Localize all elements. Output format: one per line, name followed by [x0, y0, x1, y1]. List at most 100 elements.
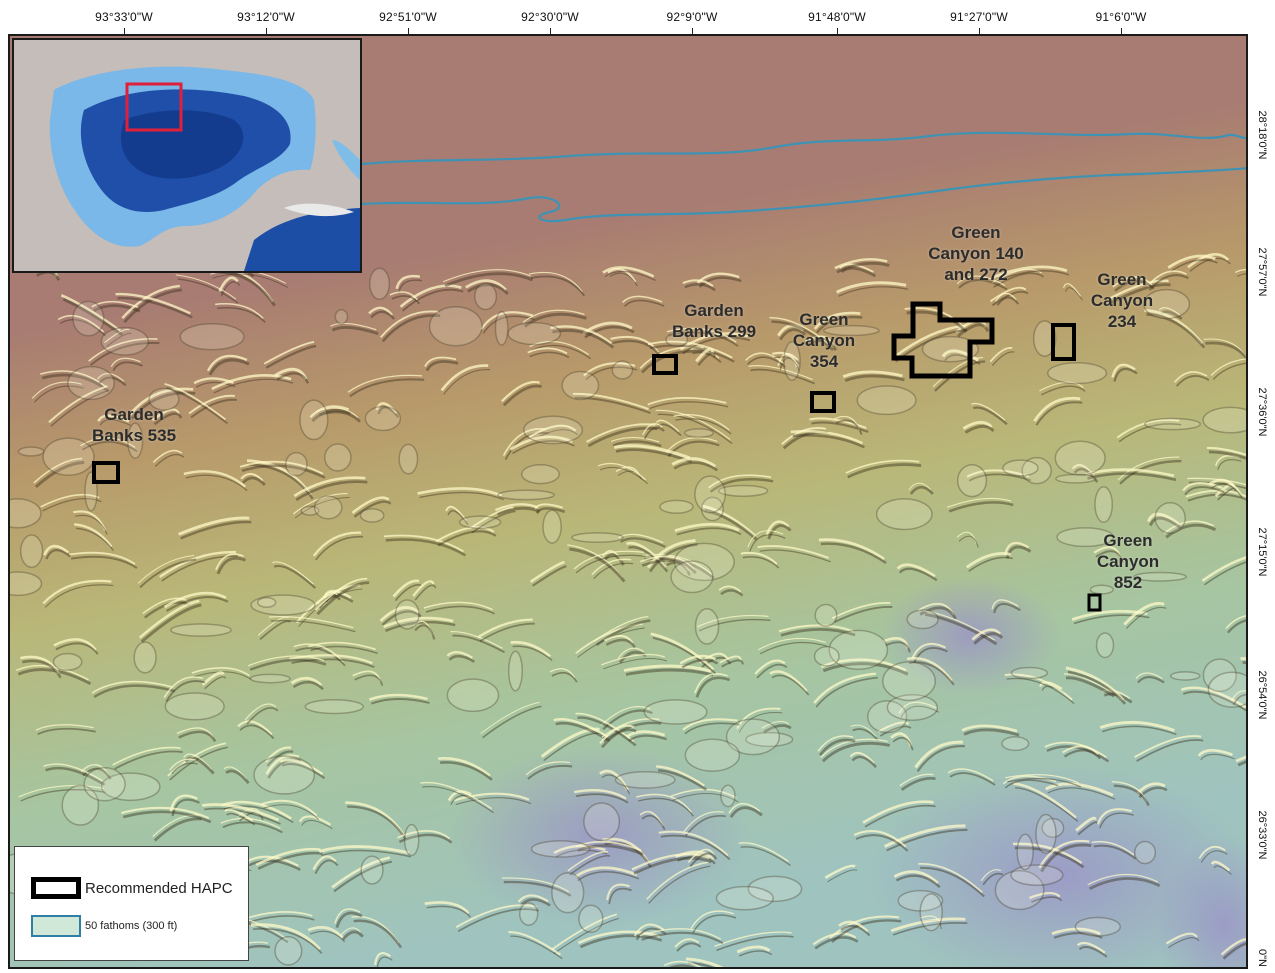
- relief-ridge-shadow: [968, 556, 1013, 572]
- relief-ridge-highlight: [812, 932, 857, 946]
- salt-dome-basin: [334, 308, 349, 325]
- relief-ridge-shadow: [448, 655, 475, 663]
- relief-ridge-shadow: [1004, 779, 1059, 789]
- relief-ridge-shadow: [165, 680, 206, 703]
- relief-ridge-highlight: [1029, 892, 1061, 899]
- relief-ridge-shadow: [1040, 843, 1092, 873]
- relief-ridge-shadow: [1118, 423, 1182, 443]
- relief-ridge-highlight: [420, 781, 493, 810]
- relief-ridge-highlight: [658, 830, 729, 857]
- salt-dome-basin: [659, 499, 694, 514]
- relief-ridge-shadow: [814, 936, 859, 950]
- salt-dome-basin: [700, 496, 724, 522]
- salt-dome-basin: [72, 300, 105, 337]
- relief-ridge-shadow: [763, 724, 792, 734]
- salt-dome-basin: [886, 693, 939, 721]
- relief-ridge-highlight: [167, 742, 226, 777]
- relief-ridge-shadow: [701, 656, 732, 668]
- relief-ridge-highlight: [829, 915, 900, 939]
- salt-dome-basin: [611, 360, 634, 380]
- relief-ridge-shadow: [672, 793, 739, 803]
- salt-dome-basin: [428, 305, 483, 347]
- relief-ridge-shadow: [394, 583, 422, 602]
- relief-ridge-shadow: [963, 728, 1020, 737]
- relief-ridge-shadow: [257, 851, 323, 870]
- relief-ridge-highlight: [257, 616, 289, 636]
- relief-ridge-shadow: [426, 905, 472, 918]
- relief-ridge-shadow: [440, 761, 493, 781]
- relief-ridge-highlight: [747, 530, 784, 548]
- relief-ridge-shadow: [1095, 550, 1124, 564]
- relief-ridge-highlight: [549, 668, 576, 679]
- relief-ridge-highlight: [392, 579, 420, 598]
- relief-ridge-shadow: [612, 440, 662, 448]
- relief-ridge-shadow: [681, 336, 751, 355]
- salt-dome-basin: [725, 718, 781, 756]
- relief-ridge-shadow: [964, 424, 995, 434]
- relief-ridge-shadow: [309, 930, 346, 943]
- relief-ridge-highlight: [269, 615, 354, 629]
- lon-tick-label: 91°27'0"W: [950, 10, 1008, 24]
- relief-ridge-shadow: [840, 266, 877, 278]
- relief-ridge-shadow: [608, 887, 632, 905]
- relief-ridge-highlight: [138, 599, 200, 639]
- relief-ridge-shadow: [62, 297, 124, 337]
- relief-ridge-highlight: [892, 324, 966, 359]
- relief-ridge-highlight: [695, 347, 715, 363]
- salt-dome-basin: [458, 515, 502, 530]
- relief-ridge-highlight: [314, 577, 368, 611]
- relief-ridge-highlight: [60, 294, 122, 332]
- site-label-line: Green: [1097, 270, 1147, 289]
- relief-ridge-shadow: [575, 554, 646, 574]
- relief-ridge-highlight: [224, 808, 254, 822]
- relief-ridge-shadow: [314, 859, 339, 875]
- relief-ridge-shadow: [1073, 614, 1150, 625]
- salt-dome-basin: [83, 767, 126, 802]
- relief-ridge-highlight: [534, 503, 564, 510]
- salt-dome-basin: [1032, 320, 1057, 357]
- relief-ridge-shadow: [447, 510, 469, 526]
- relief-ridge-shadow: [818, 738, 856, 757]
- relief-ridge-shadow: [249, 463, 314, 500]
- lon-tick-label: 92°51'0"W: [379, 10, 437, 24]
- site-label-line: Canyon: [1096, 552, 1160, 571]
- relief-ridge-highlight: [1075, 816, 1097, 832]
- relief-ridge-highlight: [1230, 690, 1246, 702]
- relief-ridge-highlight: [31, 381, 82, 399]
- relief-ridge-shadow: [1087, 472, 1177, 482]
- relief-ridge-highlight: [631, 853, 710, 871]
- relief-ridge-highlight: [914, 740, 963, 769]
- relief-ridge-shadow: [1168, 937, 1200, 949]
- relief-ridge-shadow: [605, 638, 636, 649]
- relief-ridge-shadow: [45, 549, 71, 560]
- relief-ridge-highlight: [685, 957, 724, 967]
- relief-ridge-shadow: [482, 705, 542, 739]
- relief-ridge-shadow: [311, 408, 352, 423]
- relief-ridge-highlight: [805, 335, 835, 347]
- salt-dome-basin: [1055, 473, 1097, 484]
- relief-ridge-shadow: [112, 361, 143, 372]
- relief-ridge-shadow: [603, 553, 625, 566]
- fathom-swatch: [31, 915, 81, 937]
- relief-ridge-highlight: [834, 258, 888, 270]
- relief-ridge-highlight: [527, 347, 568, 355]
- relief-ridge-highlight: [1158, 307, 1181, 316]
- relief-ridge-highlight: [862, 800, 934, 824]
- salt-dome-basin: [67, 365, 115, 401]
- relief-ridge-highlight: [110, 357, 141, 367]
- relief-ridge-shadow: [531, 344, 592, 360]
- relief-ridge-highlight: [673, 414, 730, 431]
- relief-ridge-highlight: [646, 539, 696, 569]
- relief-ridge-shadow: [612, 339, 662, 358]
- relief-ridge-highlight: [908, 482, 932, 491]
- relief-ridge-shadow: [414, 624, 436, 640]
- relief-ridge-highlight: [423, 601, 493, 611]
- relief-ridge-highlight: [1085, 468, 1175, 478]
- relief-ridge-highlight: [687, 848, 715, 863]
- relief-ridge-shadow: [569, 855, 611, 876]
- relief-ridge-highlight: [351, 916, 400, 944]
- relief-ridge-shadow: [676, 527, 742, 536]
- salt-dome-basin: [518, 902, 539, 926]
- relief-ridge-shadow: [641, 814, 666, 831]
- relief-ridge-highlight: [318, 845, 410, 855]
